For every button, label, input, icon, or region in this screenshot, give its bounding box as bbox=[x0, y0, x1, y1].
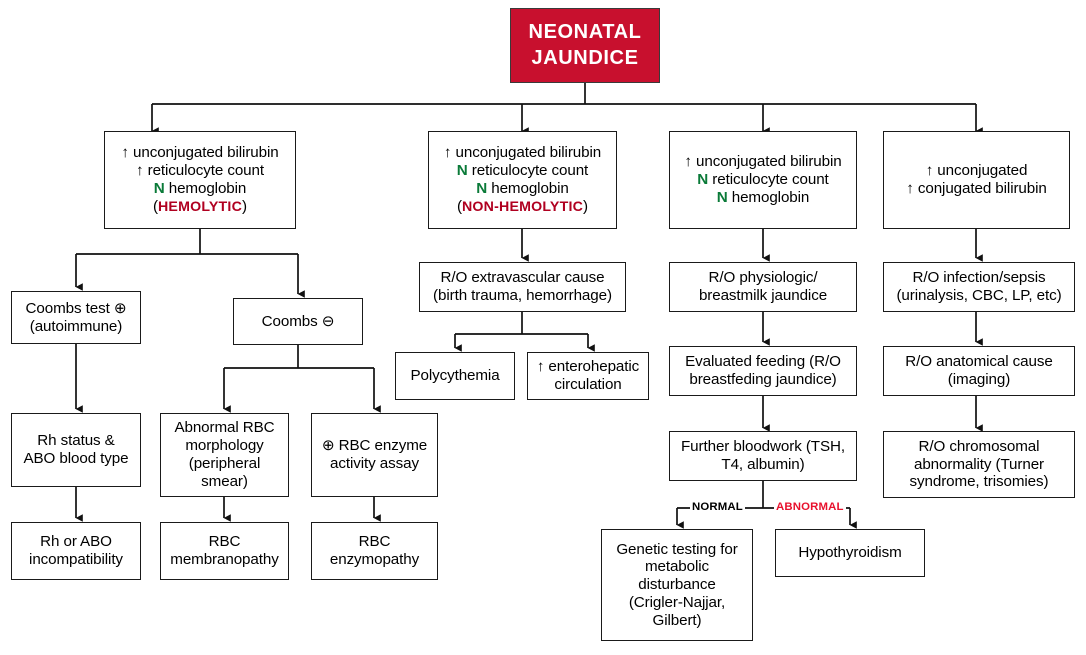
non-hemolytic-tag: NON-HEMOLYTIC bbox=[461, 198, 584, 215]
hemolytic-criteria-line2: ↑ reticulocyte count bbox=[136, 162, 264, 180]
coombs-positive-line2: (autoimmune) bbox=[29, 317, 123, 335]
node-genetic-testing[interactable]: Genetic testing for metabolic disturbanc… bbox=[601, 529, 753, 641]
ro-anatomical-cause-line2: (imaging) bbox=[947, 371, 1011, 388]
non-hemolytic-criteria-line3: N hemoglobin bbox=[433, 180, 612, 198]
abnormal-rbc-morphology-line2: morphology bbox=[185, 437, 264, 455]
root-label-line1: NEONATAL bbox=[528, 20, 642, 43]
physiologic-criteria-line1: ↑ unconjugated bilirubin bbox=[684, 153, 842, 171]
ro-anatomical-cause-line1: R/O anatomical cause bbox=[905, 353, 1053, 371]
polycythemia-line1: Polycythemia bbox=[410, 367, 500, 385]
non-hemolytic-criteria-tag: (NON-HEMOLYTIC) bbox=[433, 198, 612, 216]
physiologic-criteria-line2-rest: reticulocyte count bbox=[708, 171, 829, 189]
hemolytic-criteria-line1: ↑ unconjugated bilirubin bbox=[121, 144, 279, 162]
rbc-enzyme-assay-line2: activity assay bbox=[330, 455, 419, 472]
node-further-bloodwork[interactable]: Further bloodwork (TSH, T4, albumin) bbox=[669, 431, 857, 481]
non-hemolytic-criteria-line1: ↑ unconjugated bilirubin bbox=[443, 144, 602, 162]
rh-abo-type-line2: ABO blood type bbox=[23, 450, 129, 467]
ro-infection-sepsis-line2: (urinalysis, CBC, LP, etc) bbox=[896, 287, 1062, 304]
node-ro-chromosomal-abnormality[interactable]: R/O chromosomal abnormality (Turner synd… bbox=[883, 431, 1075, 498]
evaluated-feeding-line1: Evaluated feeding (R/O bbox=[685, 353, 841, 371]
root-node-neonatal-jaundice[interactable]: NEONATAL JAUNDICE bbox=[510, 8, 660, 83]
edge-label-normal: NORMAL bbox=[690, 501, 745, 513]
rh-abo-incompatibility-line1: Rh or ABO bbox=[40, 533, 112, 551]
ro-extravascular-line2: (birth trauma, hemorrhage) bbox=[433, 287, 612, 304]
evaluated-feeding-line2: breastfeding jaundice) bbox=[689, 371, 837, 388]
rh-abo-type-line1: Rh status & bbox=[37, 432, 115, 450]
node-rbc-enzyme-assay[interactable]: ⊕ RBC enzyme activity assay bbox=[311, 413, 438, 497]
genetic-testing-line1: Genetic testing for bbox=[616, 540, 738, 558]
coombs-positive-line1: Coombs test ⊕ bbox=[25, 299, 127, 317]
physiologic-criteria-line2: N reticulocyte count bbox=[674, 171, 852, 189]
further-bloodwork-line1: Further bloodwork (TSH, bbox=[681, 438, 845, 456]
further-bloodwork-line2: T4, albumin) bbox=[721, 456, 805, 473]
paren-open: ( bbox=[456, 197, 462, 215]
node-coombs-positive[interactable]: Coombs test ⊕ (autoimmune) bbox=[11, 291, 141, 344]
hemolytic-criteria-line3: N hemoglobin bbox=[109, 180, 291, 198]
ro-physiologic-line1: R/O physiologic/ bbox=[708, 269, 818, 287]
cholestatic-criteria-line2: ↑ conjugated bilirubin bbox=[906, 180, 1047, 197]
rbc-enzymopathy-line2: enzymopathy bbox=[329, 551, 420, 568]
rbc-enzyme-assay-line1: ⊕ RBC enzyme bbox=[321, 437, 428, 455]
non-hemolytic-criteria-line2-rest: reticulocyte count bbox=[467, 162, 589, 180]
node-rbc-enzymopathy[interactable]: RBC enzymopathy bbox=[311, 522, 438, 580]
hypothyroidism-line1: Hypothyroidism bbox=[798, 544, 902, 562]
node-ro-physiologic-breastmilk[interactable]: R/O physiologic/ breastmilk jaundice bbox=[669, 262, 857, 312]
normal-marker: N bbox=[716, 188, 728, 206]
normal-marker: N bbox=[153, 180, 165, 197]
node-rh-abo-incompatibility[interactable]: Rh or ABO incompatibility bbox=[11, 522, 141, 580]
coombs-negative-line1: Coombs ⊖ bbox=[261, 312, 335, 330]
physiologic-criteria-line3-rest: hemoglobin bbox=[727, 188, 810, 206]
enterohepatic-circulation-line1: ↑ enterohepatic bbox=[536, 358, 640, 376]
non-hemolytic-criteria-line3-rest: hemoglobin bbox=[487, 180, 569, 197]
node-ro-infection-sepsis[interactable]: R/O infection/sepsis (urinalysis, CBC, L… bbox=[883, 262, 1075, 312]
normal-marker: N bbox=[697, 171, 709, 189]
abnormal-rbc-morphology-line1: Abnormal RBC bbox=[174, 419, 275, 437]
enterohepatic-circulation-line2: circulation bbox=[554, 376, 622, 393]
hemolytic-tag: HEMOLYTIC bbox=[157, 198, 243, 215]
rbc-membranopathy-line2: membranopathy bbox=[170, 551, 279, 568]
ro-extravascular-line1: R/O extravascular cause bbox=[440, 269, 605, 287]
non-hemolytic-criteria-line2: N reticulocyte count bbox=[433, 162, 612, 180]
physiologic-criteria-line3: N hemoglobin bbox=[674, 189, 852, 207]
rbc-membranopathy-line1: RBC bbox=[208, 533, 241, 551]
paren-close: ) bbox=[242, 197, 247, 215]
paren-open: ( bbox=[153, 197, 158, 215]
ro-chromosomal-line3: syndrome, trisomies) bbox=[909, 473, 1049, 491]
node-hypothyroidism[interactable]: Hypothyroidism bbox=[775, 529, 925, 577]
node-abnormal-rbc-morphology[interactable]: Abnormal RBC morphology (peripheral smea… bbox=[160, 413, 289, 497]
node-rbc-membranopathy[interactable]: RBC membranopathy bbox=[160, 522, 289, 580]
criteria-box-cholestatic[interactable]: ↑ unconjugated ↑ conjugated bilirubin bbox=[883, 131, 1070, 229]
edge-label-abnormal: ABNORMAL bbox=[774, 501, 846, 513]
ro-infection-sepsis-line1: R/O infection/sepsis bbox=[912, 269, 1046, 287]
abnormal-rbc-morphology-line3: (peripheral bbox=[188, 455, 261, 472]
hemolytic-criteria-line3-rest: hemoglobin bbox=[164, 180, 247, 197]
hemolytic-criteria-tag: (HEMOLYTIC) bbox=[109, 198, 291, 216]
genetic-testing-line5: Gilbert) bbox=[652, 611, 702, 629]
node-rh-abo-type[interactable]: Rh status & ABO blood type bbox=[11, 413, 141, 487]
ro-chromosomal-line2: abnormality (Turner bbox=[913, 455, 1045, 473]
criteria-box-physiologic[interactable]: ↑ unconjugated bilirubin N reticulocyte … bbox=[669, 131, 857, 229]
node-enterohepatic-circulation[interactable]: ↑ enterohepatic circulation bbox=[527, 352, 649, 400]
node-ro-anatomical-cause[interactable]: R/O anatomical cause (imaging) bbox=[883, 346, 1075, 396]
criteria-box-hemolytic[interactable]: ↑ unconjugated bilirubin ↑ reticulocyte … bbox=[104, 131, 296, 229]
criteria-box-non-hemolytic[interactable]: ↑ unconjugated bilirubin N reticulocyte … bbox=[428, 131, 617, 229]
rbc-enzymopathy-line1: RBC bbox=[358, 533, 391, 551]
node-evaluated-feeding[interactable]: Evaluated feeding (R/O breastfeding jaun… bbox=[669, 346, 857, 396]
cholestatic-criteria-line1: ↑ unconjugated bbox=[925, 162, 1028, 180]
node-coombs-negative[interactable]: Coombs ⊖ bbox=[233, 298, 363, 345]
node-ro-extravascular[interactable]: R/O extravascular cause (birth trauma, h… bbox=[419, 262, 626, 312]
normal-marker: N bbox=[456, 162, 468, 180]
node-polycythemia[interactable]: Polycythemia bbox=[395, 352, 515, 400]
paren-close: ) bbox=[583, 197, 589, 215]
rh-abo-incompatibility-line2: incompatibility bbox=[29, 551, 123, 568]
ro-chromosomal-line1: R/O chromosomal bbox=[918, 437, 1040, 455]
normal-marker: N bbox=[476, 180, 488, 197]
ro-physiologic-line2: breastmilk jaundice bbox=[698, 287, 828, 304]
genetic-testing-line3: disturbance bbox=[638, 576, 716, 594]
genetic-testing-line2: metabolic bbox=[644, 558, 710, 576]
genetic-testing-line4: (Crigler-Najjar, bbox=[628, 593, 726, 611]
abnormal-rbc-morphology-line4: smear) bbox=[201, 472, 248, 490]
root-label-line2: JAUNDICE bbox=[531, 46, 639, 69]
